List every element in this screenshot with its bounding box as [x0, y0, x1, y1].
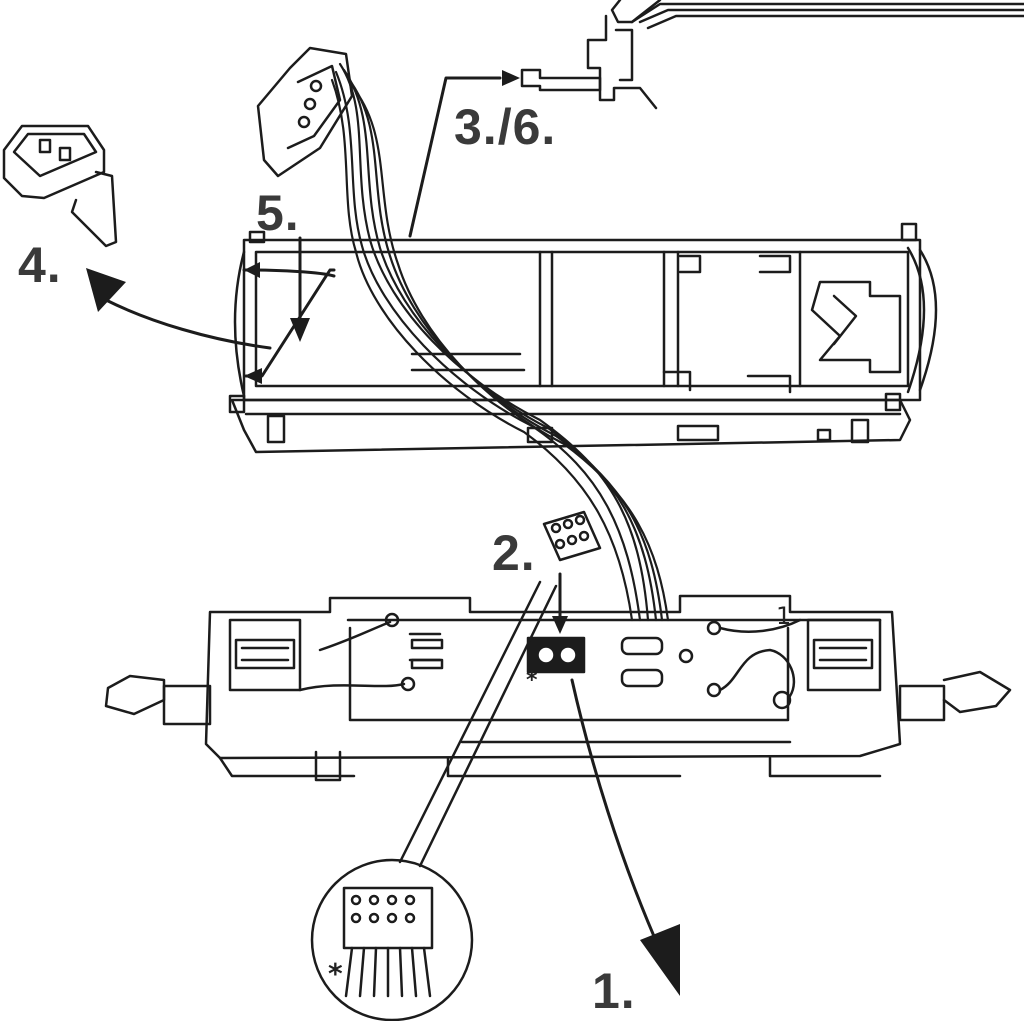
wire-mark-label: 1 [776, 602, 792, 630]
arrowhead-1 [640, 924, 680, 996]
harness-plug [256, 46, 354, 178]
asterisk-mark-detail: * [328, 957, 343, 990]
step-label-3-6: 3./6. [454, 99, 557, 155]
asterisk-mark-board: * [526, 668, 538, 693]
arrowhead-3-6-lower [244, 368, 262, 384]
mounting-bracket [520, 0, 1024, 110]
arrowhead-4 [86, 268, 126, 312]
step-label-1: 1. [592, 963, 636, 1019]
connector-detail-bubble [310, 580, 558, 1022]
harness-plug-lower [542, 510, 602, 562]
step-arrows [104, 76, 662, 952]
upper-housing [228, 222, 938, 454]
arrowhead-5-a [244, 262, 260, 278]
arrowhead-5-b [290, 318, 310, 342]
wire-harness [330, 62, 670, 622]
step-label-2: 2. [492, 525, 536, 581]
chassis [104, 594, 1012, 782]
step-label-5: 5. [256, 185, 300, 241]
arrow-heads [86, 70, 680, 996]
step-label-4: 4. [18, 237, 62, 293]
arrowhead-2 [552, 616, 568, 634]
cover-cap [2, 124, 118, 248]
arrowhead-3-6 [502, 70, 520, 86]
